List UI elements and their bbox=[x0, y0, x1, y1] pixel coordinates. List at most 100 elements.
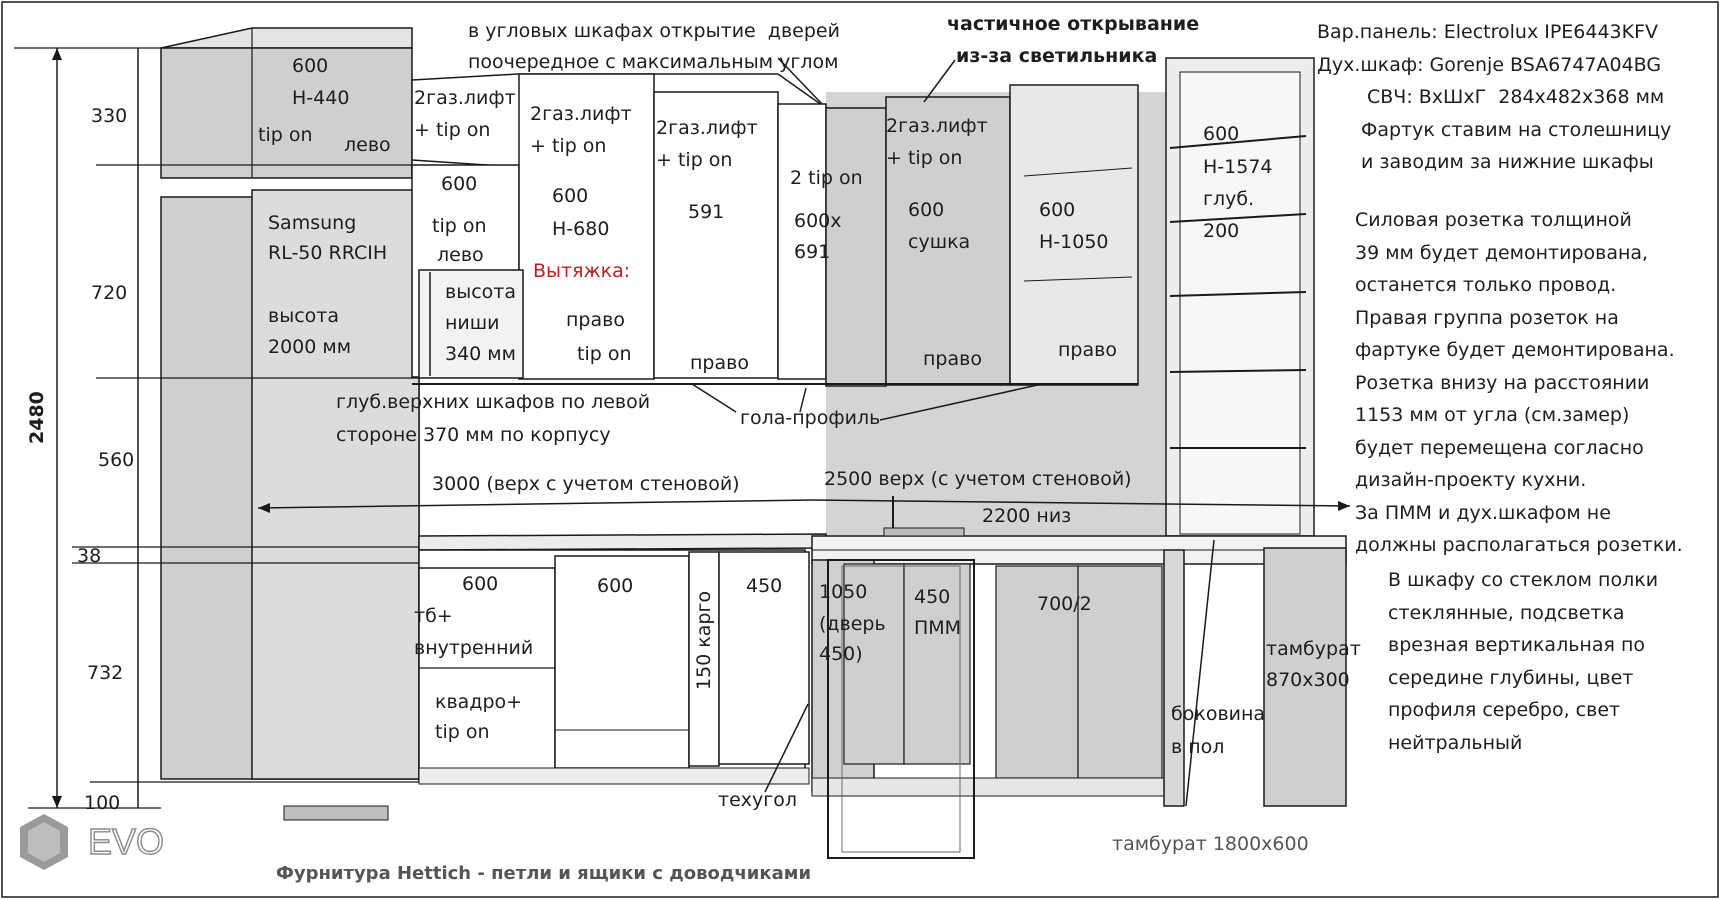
cargo-cabinet bbox=[688, 551, 720, 767]
side-floor-2: в пол bbox=[1171, 736, 1225, 758]
tambour-small-2: 870x300 bbox=[1266, 669, 1350, 691]
socket-line-2: 39 мм будет демонтирована, bbox=[1355, 241, 1649, 264]
glass-notes: В шкафу со стеклом полки стеклянные, под… bbox=[1388, 564, 1658, 759]
socket-line-6: Розетка внизу на расстоянии bbox=[1355, 371, 1650, 394]
glass-cabinet bbox=[1009, 84, 1139, 386]
upper-left-cabinet-top bbox=[160, 27, 413, 49]
dim-upper-height: 330 bbox=[91, 105, 128, 127]
lift2-line2: + tip on bbox=[530, 135, 607, 157]
table-frame bbox=[827, 559, 975, 859]
upper-cabinet-5 bbox=[825, 107, 887, 387]
c2-tip: tip on bbox=[577, 343, 632, 365]
lift1-line2: + tip on bbox=[414, 119, 491, 141]
niche-box bbox=[418, 269, 524, 379]
upper-cabinet-6 bbox=[885, 96, 1011, 386]
corner-tip-on: 2 tip on bbox=[790, 167, 863, 189]
fridge-model: RL-50 RRCIH bbox=[268, 242, 388, 264]
b7-width: 700/2 bbox=[1037, 593, 1092, 615]
c6-side: право bbox=[1058, 339, 1117, 361]
fridge-brand: Samsung bbox=[268, 212, 357, 234]
c5-side: право bbox=[923, 348, 982, 370]
shelf-board-1 bbox=[1169, 135, 1307, 149]
shelf-board-2 bbox=[1169, 213, 1307, 223]
lower-cabinet-450 bbox=[718, 551, 810, 765]
b6-width: 450 bbox=[914, 586, 951, 608]
hood-label: Вытяжка: bbox=[533, 260, 631, 282]
leader-side-floor bbox=[1185, 539, 1215, 807]
c3-width: 591 bbox=[688, 201, 725, 223]
fridge-height: 2000 мм bbox=[268, 336, 352, 358]
niche-label-3: 340 мм bbox=[445, 343, 516, 365]
upper-left-cabinet bbox=[160, 47, 413, 179]
spec-line-4: Фартук ставим на столешницу bbox=[1361, 118, 1672, 141]
dim-middle-height: 720 bbox=[91, 282, 128, 304]
depth-note-2: стороне 370 мм по корпусу bbox=[336, 424, 611, 446]
run-3000-label: 3000 (верх с учетом стеновой) bbox=[432, 473, 740, 495]
upper-left-width: 600 bbox=[292, 55, 329, 77]
upper-left-tip: tip on bbox=[258, 124, 313, 146]
b1-desc-2: внутренний bbox=[414, 637, 534, 659]
run-2200-label: 2200 низ bbox=[982, 505, 1072, 527]
socket-line-9: дизайн-проекту кухни. bbox=[1355, 469, 1587, 491]
dim-apron-height: 560 bbox=[98, 449, 135, 471]
leader-tech-corner bbox=[764, 703, 809, 793]
tech-corner-label: техугол bbox=[718, 789, 797, 811]
spec-line-2: Дух.шкаф: Gorenje BSA6747A04BG bbox=[1317, 53, 1662, 76]
b3-cargo: 150 карго bbox=[693, 590, 715, 690]
hardware-note: Фурнитура Hettich - петли и ящики с дово… bbox=[276, 863, 812, 884]
niche-label-2: ниши bbox=[445, 312, 500, 334]
side-panel bbox=[1163, 549, 1185, 807]
dim-arrow-top bbox=[52, 48, 62, 60]
c4-size-1: 600x bbox=[794, 210, 842, 232]
partial-open-note-2: из-за светильника bbox=[956, 45, 1158, 67]
lift2-line1: 2газ.лифт bbox=[530, 103, 632, 125]
glass-line-6: нейтральный bbox=[1388, 731, 1523, 754]
plinth-right bbox=[811, 777, 1167, 797]
fridge-height-label: высота bbox=[268, 305, 339, 327]
b5-door-1: (дверь bbox=[819, 613, 886, 635]
dim-plinth: 100 bbox=[84, 792, 121, 814]
b2-width: 600 bbox=[597, 575, 634, 597]
c4-size-2: 691 bbox=[794, 241, 831, 263]
glass-line-4: середине глубины, цвет bbox=[1388, 666, 1634, 689]
c1-side: лево bbox=[437, 244, 484, 266]
socket-line-1: Силовая розетка толщиной bbox=[1355, 209, 1632, 231]
run-line-2500 bbox=[811, 499, 1351, 507]
evo-logo-text: EVO bbox=[88, 821, 164, 862]
leader-partial-open bbox=[923, 59, 956, 103]
socket-line-4: Правая группа розеток на bbox=[1355, 306, 1619, 329]
corner-doors-note-1: в угловых шкафах открытие дверей bbox=[468, 20, 840, 42]
spec-line-5: и заводим за нижние шкафы bbox=[1361, 151, 1654, 173]
plinth-left bbox=[418, 767, 810, 785]
lift4-line2: + tip on bbox=[886, 147, 963, 169]
lower-cabinet-700-a bbox=[995, 565, 1079, 779]
c5-kind: сушка bbox=[908, 231, 971, 253]
lower-cabinet-1 bbox=[418, 567, 556, 781]
c2-height: H-680 bbox=[552, 218, 610, 240]
upper-left-side: лево bbox=[344, 134, 391, 156]
lower-cabinet-700-b bbox=[1077, 565, 1163, 779]
c1-width: 600 bbox=[441, 173, 478, 195]
countertop-left bbox=[418, 533, 827, 551]
shelf-depth: 200 bbox=[1203, 220, 1240, 242]
lift1-line1: 2газ.лифт bbox=[414, 87, 516, 109]
corner-doors-note-2: поочередное с максимальным углом bbox=[468, 51, 839, 73]
side-floor-1: боковина bbox=[1171, 703, 1266, 725]
glass-shelf-1 bbox=[1023, 167, 1133, 177]
depth-note-1: глуб.верхних шкафов по левой bbox=[336, 391, 651, 413]
glass-line-1: В шкафу со стеклом полки bbox=[1388, 569, 1659, 591]
b1-width: 600 bbox=[462, 573, 499, 595]
gola-label: гола-профиль bbox=[740, 407, 881, 429]
glass-line-3: врезная вертикальная по bbox=[1388, 634, 1645, 656]
upper-cabinet-3 bbox=[653, 91, 779, 379]
c1-tip: tip on bbox=[432, 215, 487, 237]
dim-arrow-bottom bbox=[52, 796, 62, 808]
socket-line-11: должны располагаться розетки. bbox=[1355, 534, 1683, 556]
shelf-board-4 bbox=[1169, 369, 1307, 373]
lift4-line1: 2газ.лифт bbox=[886, 115, 988, 137]
leader-gola-1 bbox=[691, 383, 737, 413]
b1-desc2-1: квадро+ bbox=[435, 691, 523, 713]
leader-gola-2 bbox=[799, 387, 807, 413]
spec-line-3: СВЧ: ВхШхГ 284х482х368 мм bbox=[1367, 86, 1665, 108]
